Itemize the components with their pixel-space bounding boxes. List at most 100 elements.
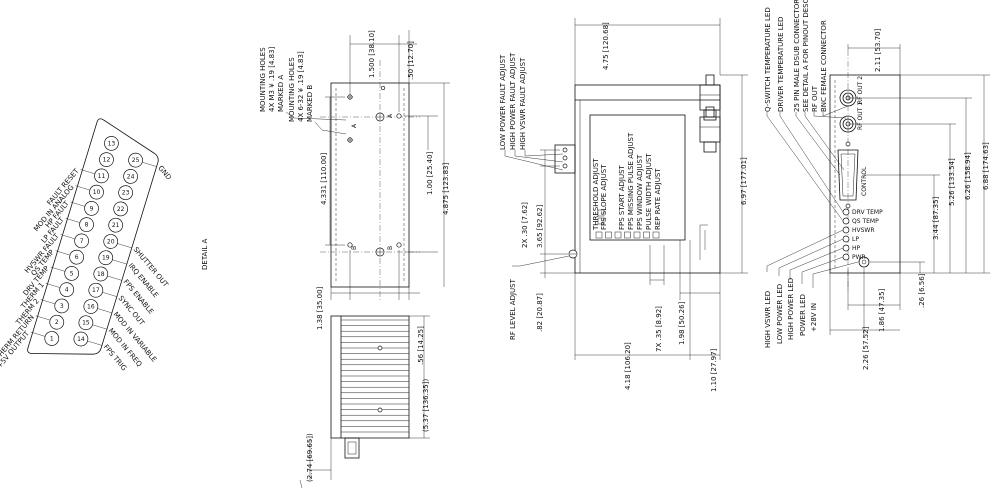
adjust-pot [643, 231, 650, 239]
pin-number: 6 [75, 254, 79, 261]
side-view-body [330, 82, 410, 288]
adjust-label: FPS SLOPE ADJUST [600, 164, 608, 230]
hole-a [396, 113, 402, 119]
right-view-callout: POWER LED [799, 294, 807, 336]
heatsink-screw [377, 345, 383, 351]
led-label: QS TEMP [852, 218, 879, 225]
pin-number: 25 [132, 157, 140, 164]
rf-level-adjust-callout: RF LEVEL ADJUST [509, 278, 517, 340]
dim-226: 2.26 [57.52] [862, 326, 870, 370]
dim-526: 5.26 [133.54] [948, 158, 956, 206]
pin-number: 7 [80, 238, 84, 245]
dim-475: 4.75 [120.68] [602, 22, 610, 70]
adjust-pot [652, 231, 660, 239]
status-led [842, 253, 850, 261]
pin-number: 19 [102, 255, 110, 262]
front-view-body [574, 84, 721, 274]
heatsink-screw [377, 407, 383, 413]
dim-344: 3.44 [87.35] [932, 196, 940, 240]
dim-138: 1.38 [35.00] [316, 286, 324, 330]
pin-number: 12 [103, 157, 111, 164]
dim-056: .56 [14.25] [417, 326, 425, 365]
hole [380, 85, 386, 91]
dim-050: .50 [12.70] [407, 41, 415, 80]
right-view-callout: RF OUT [811, 85, 819, 112]
rf-out-1-label: RF OUT 1 [857, 102, 864, 130]
pin-number: 4 [65, 287, 69, 294]
mounting-holes-b-callout: MOUNTING HOLES 4X 6-32 ¥ .19 [4.83] MARK… [288, 51, 347, 135]
pin-number: 10 [93, 189, 101, 196]
dim-697: 6.97 [177.01] [740, 157, 748, 205]
adjust-pot [595, 231, 603, 239]
svg-text:4X 6-32 ¥ .19 [4.83]: 4X 6-32 ¥ .19 [4.83] [297, 51, 305, 122]
svg-text:4X M3 ¥ .19 [4.83]: 4X M3 ¥ .19 [4.83] [268, 46, 276, 112]
dsub-25-connector [837, 141, 859, 209]
hole-letter-b: B [387, 246, 394, 250]
mounting-holes-a-callout: MOUNTING HOLES 4X M3 ¥ .19 [4.83] MARKED… [259, 46, 347, 121]
dsub-pin [108, 217, 124, 233]
dim-100: 1.00 [25.40] [426, 151, 434, 195]
led-label: HP [852, 245, 861, 252]
adjust-pot [614, 231, 622, 239]
status-led [842, 244, 850, 252]
dim-274: (2.74 [69.65]) [306, 433, 314, 482]
adjust-panel [589, 114, 686, 241]
dim-186: 1.86 [47.35] [878, 288, 886, 332]
detail-a-label: DETAIL A [201, 238, 209, 270]
hole-b [347, 242, 353, 248]
led-label: LP [852, 236, 859, 243]
pin-number: 3 [60, 303, 64, 310]
pin-number: 22 [117, 206, 125, 213]
pin-number: 11 [98, 173, 106, 180]
dim-082: .82 [20.87] [536, 293, 544, 332]
led-label: PWR [852, 254, 866, 261]
dim-1500: 1.500 [38.10] [368, 30, 376, 78]
dim-418: 4.18 [106.20] [624, 342, 632, 390]
pin-number: 18 [97, 271, 105, 278]
pin-number: 20 [107, 238, 115, 245]
right-view-callout: 25 PIN MALE DSUB CONNECTOR [793, 0, 801, 112]
dim-211: 2.11 [53.70] [874, 28, 882, 72]
pin-number: 15 [82, 320, 90, 327]
right-view-callout: DRIVER TEMPERATURE LED [777, 17, 785, 112]
status-led [842, 226, 850, 234]
hole-letter-b: B [351, 246, 358, 250]
right-view-callout: LOW POWER LED [776, 284, 784, 344]
pin-number: 9 [90, 205, 94, 212]
dsub-pin [118, 185, 133, 201]
dim-688: 6.88 [174.63] [982, 142, 990, 190]
fault-adjust-strip [554, 144, 576, 174]
adjust-label: FPS MISSING PULSE ADJUST [627, 132, 635, 230]
dim-537: (5.37 [136.35]) [422, 379, 430, 432]
dim-7x35: 7X .35 [8.92] [655, 306, 663, 352]
adjust-pot [633, 231, 641, 239]
right-view-callout: HIGH VSWR LED [764, 291, 772, 348]
dsub-shell-outline [27, 118, 159, 355]
pin-number: 8 [85, 222, 89, 229]
adjust-label: THRESHOLD ADJUST [592, 158, 600, 231]
svg-text:HIGH VSWR FAULT ADJUST: HIGH VSWR FAULT ADJUST [519, 57, 527, 150]
fault-adjust-callouts: LOW POWER FAULT ADJUST HIGH POWER FAULT … [499, 52, 564, 171]
dim-4875: 4.875 [123.83] [442, 163, 450, 215]
dim-198: 1.98 [50.26] [678, 301, 686, 345]
pin-label: GND [156, 164, 172, 181]
right-view-callout: SEE DETAIL A FOR PINOUT DESCRIPTION [802, 0, 810, 112]
adjust-label: REP RATE ADJUST [654, 168, 662, 230]
svg-text:MARKED B: MARKED B [306, 85, 314, 122]
led-label: HVSWR [852, 227, 875, 234]
dsub-pin [123, 169, 138, 184]
dim-365: 3.65 [92.62] [536, 204, 544, 248]
pin-number: 14 [77, 336, 85, 343]
right-view-callout: Q-SWITCH TEMPERATURE LED [764, 7, 772, 112]
dsub-pin [104, 136, 119, 151]
pin-number: 17 [92, 287, 100, 294]
side-view-top: A A B B MOUNTING HOLES 4X M3 ¥ .19 [4.83… [259, 30, 450, 365]
svg-text:MOUNTING HOLES: MOUNTING HOLES [259, 47, 267, 112]
end-panel-outline [829, 74, 901, 274]
connector-stub [344, 437, 360, 459]
pin-number: 23 [122, 190, 130, 197]
adjust-label: PULSE WIDTH ADJUST [645, 153, 653, 230]
dsub-pin [99, 152, 114, 167]
control-label: CONTROL [861, 166, 868, 196]
